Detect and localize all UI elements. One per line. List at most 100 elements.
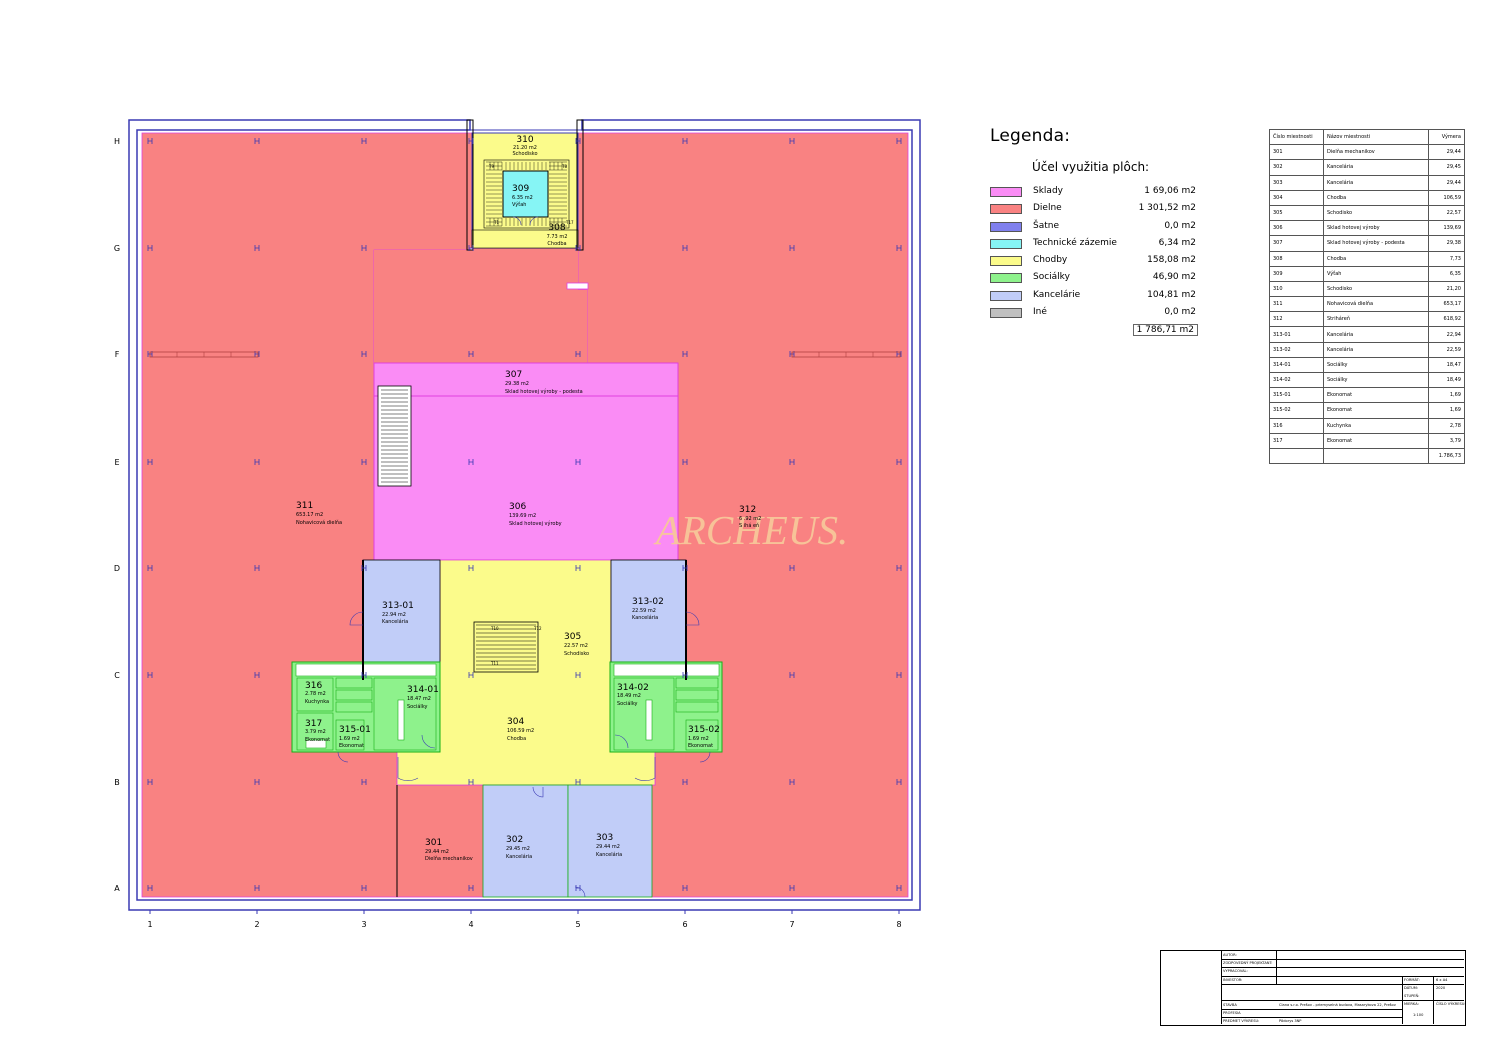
column-marker bbox=[896, 885, 902, 891]
table-cell: Sociálky bbox=[1323, 371, 1429, 389]
beam-right bbox=[791, 351, 901, 358]
room-name: Sociálky bbox=[617, 700, 638, 707]
wc-cubicles-left bbox=[335, 677, 373, 713]
column-marker bbox=[361, 672, 367, 678]
table-header-cell: Výmera bbox=[1428, 128, 1465, 146]
room-number: 312 bbox=[739, 505, 756, 515]
table-cell: 1.786,73 bbox=[1428, 447, 1465, 465]
table-cell: 309 bbox=[1269, 265, 1324, 282]
room-309-label: 309 6.35 m2 Výťah bbox=[512, 184, 533, 208]
legend-value: 0,0 m2 bbox=[1164, 220, 1196, 231]
room-307-area bbox=[373, 362, 679, 397]
table-cell: 2,78 bbox=[1428, 417, 1465, 434]
legend-label: Dielne bbox=[1033, 203, 1062, 214]
room-number: 311 bbox=[296, 501, 313, 511]
column-marker bbox=[575, 672, 581, 678]
tb-predmet-value: Pôdorys 3NP bbox=[1279, 1019, 1302, 1023]
wc-cubicles-right bbox=[675, 677, 719, 713]
room-number: 315-02 bbox=[688, 725, 720, 735]
column-marker bbox=[896, 672, 902, 678]
sink-left-2 bbox=[305, 739, 327, 749]
legend-value: 0,0 m2 bbox=[1164, 307, 1196, 318]
room-name: Ekonomat bbox=[305, 737, 330, 743]
table-cell: Ekonomat bbox=[1323, 432, 1429, 449]
axis-row-label: H bbox=[114, 137, 120, 146]
column-marker bbox=[254, 245, 260, 251]
legend-label: Kancelárie bbox=[1033, 289, 1081, 300]
table-cell: Chodba bbox=[1323, 189, 1429, 206]
table-cell: 306 bbox=[1269, 220, 1324, 237]
column-marker bbox=[468, 779, 474, 785]
room-number: 304 bbox=[507, 717, 524, 727]
table-cell: 139,69 bbox=[1428, 220, 1465, 237]
room-area: 22.59 m2 bbox=[632, 608, 656, 614]
legend-value: 104,81 m2 bbox=[1147, 289, 1196, 300]
room-name: Schodisko bbox=[512, 151, 537, 157]
table-cell: 29,44 bbox=[1428, 144, 1465, 161]
table-cell: Ekonomat bbox=[1323, 387, 1429, 404]
tb-investor: INVESTOR: bbox=[1223, 978, 1243, 982]
column-marker bbox=[361, 245, 367, 251]
column-marker bbox=[468, 565, 474, 571]
tb-format-label: FORMÁT: bbox=[1404, 978, 1420, 982]
room-315-01-label: 315-01 1.69 m2 Ekonomat bbox=[339, 725, 371, 749]
room-301-area bbox=[396, 784, 484, 898]
stair-305-numbers: T10 T11 T12 bbox=[490, 626, 542, 666]
axis-col-label: 4 bbox=[468, 920, 473, 929]
room-area: 29.38 m2 bbox=[505, 381, 529, 387]
column-marker bbox=[896, 245, 902, 251]
room-area: 1.69 m2 bbox=[339, 736, 360, 742]
legend-label: Technické zázemie bbox=[1033, 237, 1117, 248]
table-cell: 6,35 bbox=[1428, 265, 1465, 282]
room-303-area bbox=[567, 784, 653, 898]
legend-value: 6,34 m2 bbox=[1158, 237, 1196, 248]
room-area: 106.59 m2 bbox=[507, 728, 534, 734]
table-cell: 314-01 bbox=[1269, 356, 1324, 374]
axis-row-label: G bbox=[114, 244, 120, 253]
table-cell: Sklad hotovej výroby - podesta bbox=[1323, 235, 1429, 252]
table-row: 1.786,73 bbox=[1269, 447, 1465, 465]
room-306-area bbox=[373, 395, 679, 561]
table-cell: Výťah bbox=[1323, 265, 1429, 282]
room-314-02-label: 314-02 18.49 m2 Sociálky bbox=[617, 683, 649, 707]
column-marker bbox=[789, 138, 795, 144]
legend-value: 1 69,06 m2 bbox=[1144, 186, 1196, 196]
room-area: 653.17 m2 bbox=[296, 512, 323, 518]
table-cell: Schodisko bbox=[1323, 280, 1429, 298]
storage-stair bbox=[377, 385, 412, 487]
tb-mierka-label: MIERKA: bbox=[1404, 1002, 1419, 1006]
table-cell: 29,45 bbox=[1428, 159, 1465, 176]
column-marker bbox=[896, 565, 902, 571]
tb-vypracoval: VYPRACOVAL: bbox=[1223, 969, 1248, 973]
room-316-area bbox=[296, 677, 334, 712]
tb-mierka-value: 1:100 bbox=[1413, 1013, 1424, 1017]
column-marker bbox=[147, 885, 153, 891]
sink-left bbox=[397, 699, 405, 741]
column-marker bbox=[361, 138, 367, 144]
table-cell: 1,69 bbox=[1428, 402, 1465, 419]
column-marker bbox=[254, 672, 260, 678]
room-name: Kancelária bbox=[382, 618, 408, 625]
room-number: 301 bbox=[425, 838, 442, 848]
room-314-01-area bbox=[373, 677, 437, 751]
table-cell: 18,47 bbox=[1428, 356, 1465, 374]
column-marker bbox=[896, 138, 902, 144]
table-cell: 21,20 bbox=[1428, 280, 1465, 298]
stair-label: T1 bbox=[493, 220, 499, 225]
tb-zodpovedny: ZODPOVEDNÝ PROJEKTANT: bbox=[1223, 961, 1273, 965]
legend-swatch bbox=[990, 238, 1022, 249]
axis-col-label: 1 bbox=[147, 920, 152, 929]
room-name: Kancelária bbox=[506, 853, 532, 860]
table-cell: 301 bbox=[1269, 144, 1324, 161]
room-name: Výťah bbox=[512, 201, 526, 208]
room-309-area bbox=[502, 170, 549, 218]
table-cell: 302 bbox=[1269, 159, 1324, 176]
column-marker bbox=[575, 245, 581, 251]
room-number: 314-01 bbox=[407, 685, 439, 695]
